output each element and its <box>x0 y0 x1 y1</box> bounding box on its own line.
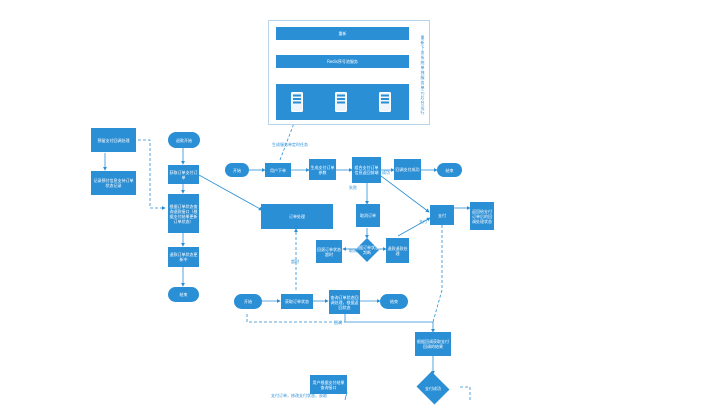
pay-success-label: 支付成功 <box>425 385 441 391</box>
callback-node: 预留支付回调处理 <box>91 128 136 152</box>
query-result-node: 用户根据支付结果查询接口 <box>310 375 347 394</box>
server-icon <box>335 92 347 112</box>
refund-update-node: 退款订单状态更新中 <box>168 247 199 267</box>
connector-top-row <box>249 117 471 213</box>
server-icon <box>379 92 391 112</box>
callback-success-node: 回调支付成功 <box>394 159 421 180</box>
notify-node: 返回给支付订单后的回调处理状态 <box>470 202 494 230</box>
top-end-node: 结束 <box>437 163 462 177</box>
panel-side-label: 重新下发系统单独服务单元后台运行 <box>420 35 425 115</box>
place-order-node: 用户下单 <box>265 163 291 177</box>
cancel-order-node: 取消订单 <box>356 204 380 227</box>
top-start-node: 开始 <box>225 163 249 177</box>
callback-label: 回调 <box>334 320 342 325</box>
panel-bar-redis: Redis序号池服务 <box>276 55 409 68</box>
cancel-label: 取消 <box>349 248 357 253</box>
order-process-node: 订单处理 <box>261 204 333 229</box>
query-refund-node: 根据订单状态查询退款接口（根据支付结果更新订单状态） <box>168 194 199 233</box>
pay-node: 支付 <box>430 205 454 225</box>
success-label: 成功 <box>382 170 390 175</box>
fail-label: 失败 <box>349 185 357 190</box>
status-decision-label: 根据订单状态判断 <box>355 245 379 255</box>
pay-success-decision: 支付成功 <box>415 371 451 405</box>
record-node: 记录预付信息支持订单状态记录 <box>91 171 136 195</box>
connector-bottom-row <box>246 225 471 400</box>
scheduled-task-caption: 生成服务单定时任务 <box>272 142 308 147</box>
bottom-end-node: 结束 <box>380 294 408 309</box>
left-end-node: 结束 <box>168 287 199 302</box>
payment-params-node: 生成支付订单参数 <box>309 159 336 180</box>
get-status-node: 获取订单状态 <box>281 294 313 309</box>
connector-left-column <box>103 139 263 287</box>
query-callback-node: 查询订单状态回调处理，根据返回状态 <box>329 290 360 314</box>
timeout-label: 超时 <box>291 259 299 264</box>
system-panel: 重新 Redis序号池服务 重新下发系统单独服务单元后台运行 <box>268 20 430 125</box>
server-icon <box>291 92 303 112</box>
pay-label: 支付 <box>419 219 427 224</box>
refund-start-node: 退款开始 <box>168 132 200 148</box>
revert-status-node: 回滚订单状态超时 <box>316 240 342 263</box>
panel-bar-top: 重新 <box>276 27 409 40</box>
callback-result-node: 根据回调获取支付回调的结果 <box>415 332 451 356</box>
status-decision: 根据订单状态判断 <box>355 238 379 262</box>
assemble-info-node: 组合支付订单信息返回前端 <box>352 157 381 183</box>
refund-process-node: 退款退款处理 <box>386 238 409 263</box>
bottom-start-node: 开始 <box>234 294 262 309</box>
get-order-node: 获取订单支付订单 <box>168 165 199 184</box>
bottom-note: 支付订单，修改支付状态，获取 <box>271 393 327 398</box>
